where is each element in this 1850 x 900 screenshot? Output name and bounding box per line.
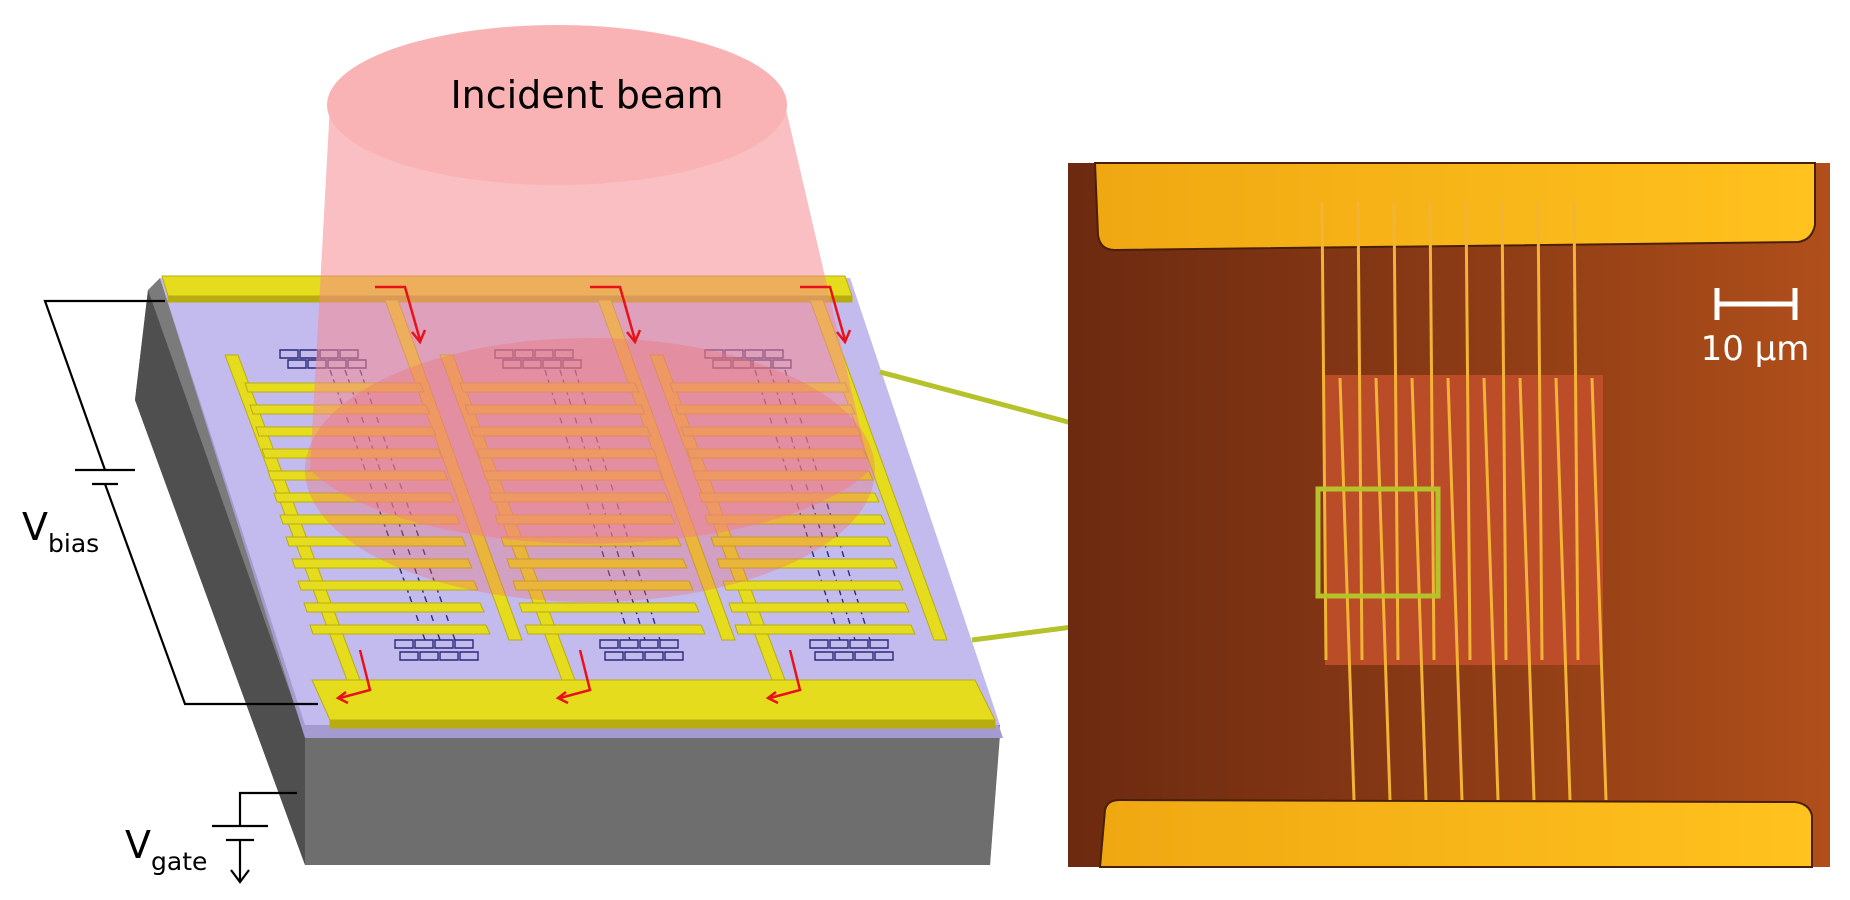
- current-arrow-4: [339, 649, 372, 700]
- micrograph-bottom-pad: [1098, 798, 1813, 868]
- current-arrow-3: [800, 285, 847, 341]
- bias-wire-top: [43, 299, 165, 471]
- micrograph-zoom-box: [1315, 486, 1441, 599]
- scale-bar-label: 10 µm: [1701, 329, 1810, 369]
- bias-label-sub: bias: [48, 529, 99, 558]
- bottom-bus-bar: [311, 679, 996, 721]
- bias-circuit: [43, 299, 318, 706]
- gate-circuit: [212, 791, 297, 884]
- current-arrow-6: [769, 649, 802, 700]
- beam-label: Incident beam: [450, 73, 723, 117]
- current-arrows: [335, 285, 852, 705]
- gate-ground-arrow: [230, 869, 250, 884]
- micrograph: 10 µm: [1068, 162, 1830, 868]
- bias-wire-bottom: [103, 483, 318, 706]
- micrograph-top-pad: [1093, 162, 1816, 252]
- beam-spot: [305, 338, 875, 602]
- incident-beam: Incident beam: [305, 25, 875, 602]
- gate-wire: [238, 791, 297, 826]
- gate-label: Vgate: [125, 823, 207, 876]
- substrate: [135, 278, 1000, 865]
- micrograph-fingers-bottom: [1338, 377, 1608, 801]
- micrograph-fingers-top: [1320, 201, 1580, 661]
- current-arrow-2: [590, 285, 637, 341]
- current-arrow-1: [375, 285, 422, 341]
- current-arrow-5: [559, 649, 592, 700]
- beam-top: [327, 25, 787, 185]
- bias-label: Vbias: [22, 505, 99, 558]
- scale-bar: [1714, 288, 1798, 320]
- gate-label-sub: gate: [151, 847, 207, 876]
